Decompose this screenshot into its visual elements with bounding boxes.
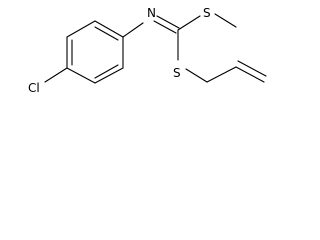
c-s-bond bbox=[177, 15, 201, 31]
ch2-ch-bond bbox=[206, 66, 237, 83]
ring-bond bbox=[66, 20, 96, 38]
sulfur-atom-label: S bbox=[173, 66, 181, 80]
c-n-bond bbox=[122, 22, 144, 38]
sulfur-atom-label: S bbox=[203, 6, 211, 20]
chlorine-atom-label: Cl bbox=[28, 81, 40, 95]
s-ch2-bond bbox=[185, 68, 208, 83]
structure-canvas: Cl N S S bbox=[0, 0, 294, 97]
n-c-double-bond bbox=[153, 20, 177, 34]
n-c-double-bond bbox=[156, 15, 180, 29]
nitrogen-atom-label: N bbox=[147, 6, 156, 20]
s-methyl-bond bbox=[214, 13, 237, 28]
benzene-ring bbox=[66, 20, 124, 84]
ring-double-bond bbox=[94, 26, 119, 41]
ring-bond bbox=[66, 67, 96, 84]
ring-bond bbox=[94, 20, 124, 38]
alkene-double-bond bbox=[235, 66, 265, 83]
c-cl-bond bbox=[44, 67, 68, 83]
molecule-diagram: Cl N S S bbox=[28, 6, 267, 95]
alkene-double-bond bbox=[237, 60, 267, 77]
ring-double-bond bbox=[94, 64, 119, 79]
ring-bond bbox=[94, 67, 124, 84]
